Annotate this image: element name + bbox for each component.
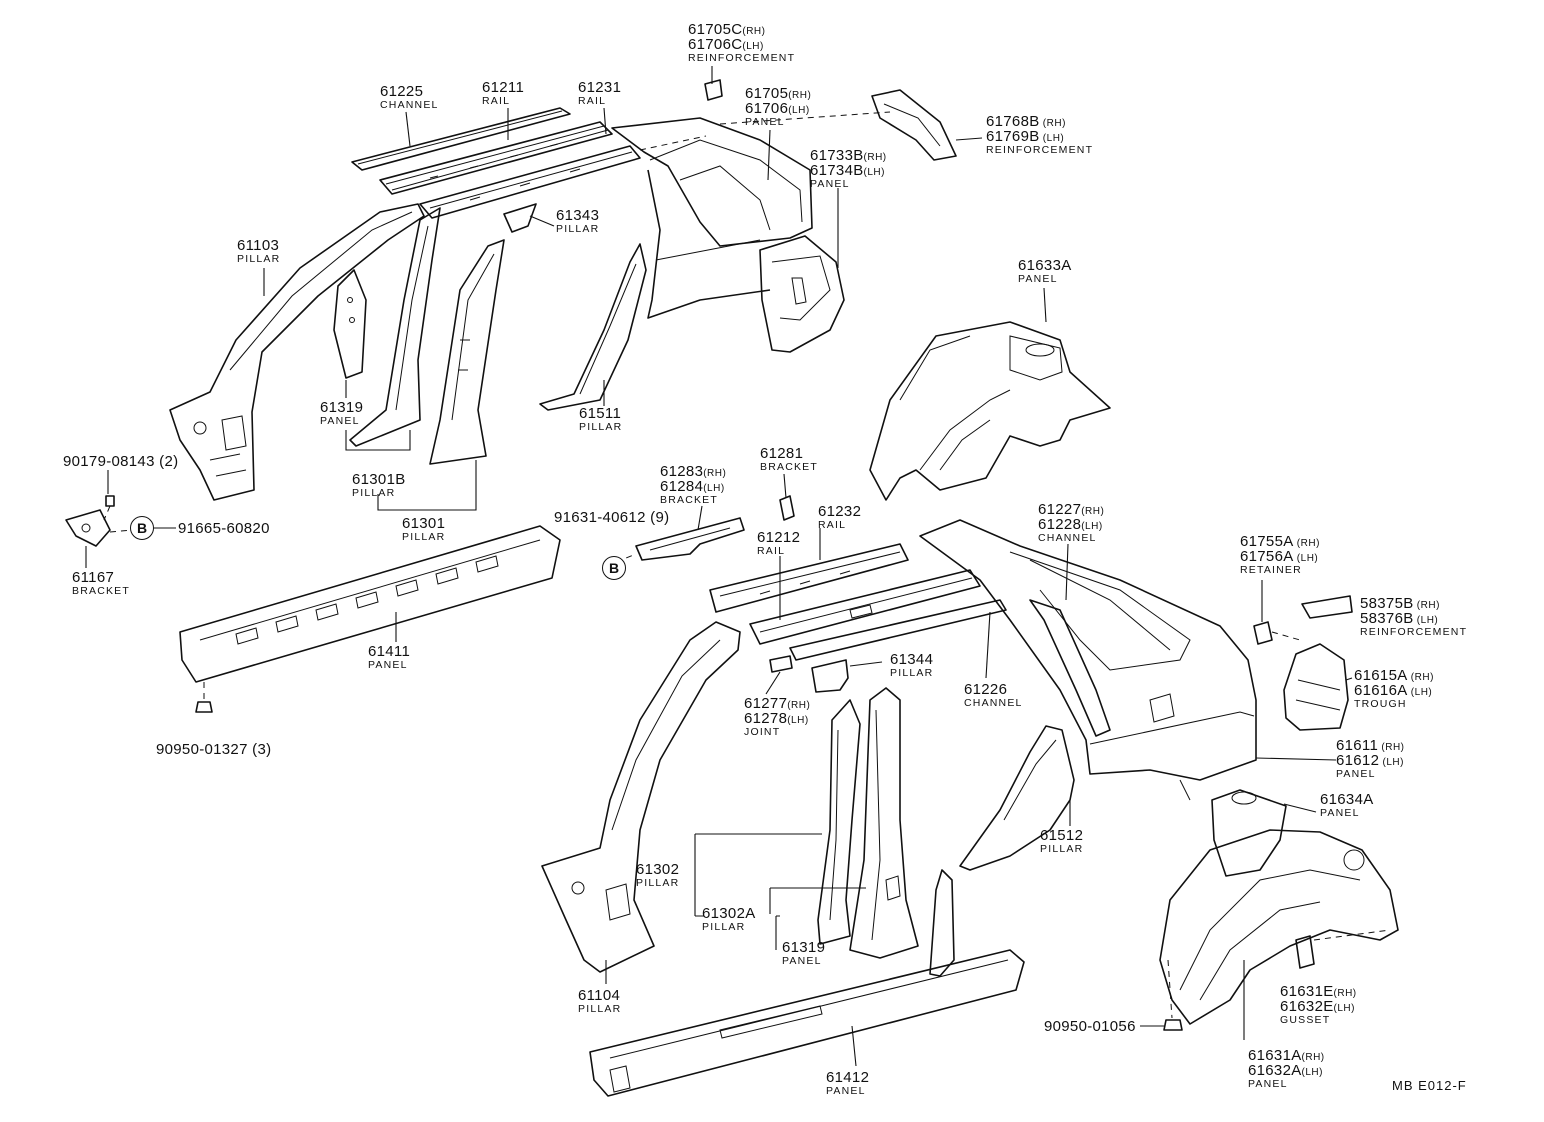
part-90179-bolt[interactable] (105, 495, 115, 507)
label-61733b: 61733B(RH) 61734B(LH) PANEL (810, 147, 887, 190)
label-61615a: 61615A (RH) 61616A (LH) TROUGH (1354, 667, 1434, 710)
part-61283-bracket[interactable] (635, 517, 745, 561)
label-61302: 61302 PILLAR (636, 861, 680, 889)
part-61705-panel[interactable] (611, 117, 813, 319)
part-90950-01327-nut[interactable] (195, 701, 213, 713)
label-61344: 61344 PILLAR (890, 651, 934, 679)
label-61319-upper: 61319 PANEL (320, 399, 364, 427)
part-61319-panel-lower[interactable] (929, 869, 955, 977)
label-90950-01056: 90950-01056 (1044, 1018, 1136, 1035)
label-61755a: 61755A (RH) 61756A (LH) RETAINER (1240, 533, 1320, 576)
label-61319-lower: 61319 PANEL (782, 939, 826, 967)
label-61225: 61225 CHANNEL (380, 83, 439, 111)
label-91631: 91631-40612 (9) (554, 509, 670, 526)
label-58375b: 58375B (RH) 58376B (LH) REINFORCEMENT (1360, 595, 1468, 638)
label-61631a: 61631A(RH) 61632A(LH) PANEL (1248, 1047, 1325, 1090)
part-61167-bracket[interactable] (65, 509, 111, 547)
label-61212: 61212 RAIL (757, 529, 801, 557)
circle-b-marker-left: B (130, 516, 154, 540)
part-61103-pillar[interactable] (169, 203, 425, 501)
part-61302a-pillar[interactable] (849, 687, 919, 959)
part-61226-channel[interactable] (789, 599, 1007, 661)
part-90950-01056-nut[interactable] (1163, 1019, 1183, 1031)
part-61225-channel[interactable] (351, 107, 571, 171)
label-61226: 61226 CHANNEL (964, 681, 1023, 709)
part-61232-rail[interactable] (709, 543, 909, 613)
part-61634a-panel[interactable] (1211, 789, 1287, 877)
part-61705c-reinforcement[interactable] (704, 79, 723, 101)
label-61633a: 61633A PANEL (1018, 257, 1072, 285)
part-61611-panel[interactable] (919, 519, 1257, 801)
label-61104: 61104 PILLAR (578, 987, 622, 1015)
part-61231-rail[interactable] (419, 145, 641, 219)
diagram-code: MB E012-F (1392, 1078, 1467, 1093)
label-91665: 91665-60820 (178, 520, 270, 537)
part-61302-pillar[interactable] (817, 699, 861, 945)
part-61301-pillar[interactable] (429, 239, 505, 465)
label-61511: 61511 PILLAR (579, 405, 623, 433)
part-61411-panel[interactable] (179, 525, 561, 683)
part-61631e-gusset[interactable] (1295, 935, 1315, 969)
part-61227-channel[interactable] (1029, 599, 1111, 737)
part-61319-panel-upper[interactable] (333, 269, 367, 379)
part-61755a-retainer[interactable] (1253, 621, 1273, 645)
label-61631e: 61631E(RH) 61632E(LH) GUSSET (1280, 983, 1357, 1026)
label-90179: 90179-08143 (2) (63, 453, 179, 470)
circle-b-marker-center: B (602, 556, 626, 580)
part-61633a-panel[interactable] (869, 321, 1111, 501)
part-61511-pillar[interactable] (539, 243, 647, 411)
label-61103: 61103 PILLAR (237, 237, 281, 265)
label-61302a: 61302A PILLAR (702, 905, 756, 933)
label-61301: 61301 PILLAR (402, 515, 446, 543)
part-61277-joint[interactable] (769, 655, 793, 673)
part-61281-bracket[interactable] (779, 495, 795, 521)
label-61705: 61705(RH) 61706(LH) PANEL (745, 85, 812, 128)
part-61412-panel[interactable] (589, 949, 1025, 1097)
label-61231: 61231 RAIL (578, 79, 622, 107)
part-61212-rail[interactable] (749, 569, 981, 645)
label-61283: 61283(RH) 61284(LH) BRACKET (660, 463, 727, 506)
label-61512: 61512 PILLAR (1040, 827, 1084, 855)
label-90950-01327: 90950-01327 (3) (156, 741, 272, 758)
part-61344-pillar[interactable] (811, 659, 849, 693)
label-61281: 61281 BRACKET (760, 445, 818, 473)
part-61343-pillar[interactable] (503, 203, 537, 233)
label-61705c: 61705C(RH) 61706C(LH) REINFORCEMENT (688, 21, 796, 64)
label-61768b: 61768B (RH) 61769B (LH) REINFORCEMENT (986, 113, 1094, 156)
leader-lines (85, 66, 1353, 1067)
part-61301b-pillar[interactable] (349, 207, 441, 447)
part-61631a-panel[interactable] (1159, 829, 1399, 1025)
part-61615a-trough[interactable] (1283, 643, 1349, 731)
part-61211-rail[interactable] (379, 121, 613, 195)
label-61232: 61232 RAIL (818, 503, 862, 531)
label-61277: 61277(RH) 61278(LH) JOINT (744, 695, 811, 738)
label-61227: 61227(RH) 61228(LH) CHANNEL (1038, 501, 1105, 544)
part-61733b-panel[interactable] (759, 235, 845, 353)
label-61301b: 61301B PILLAR (352, 471, 406, 499)
label-61412: 61412 PANEL (826, 1069, 870, 1097)
part-61104-pillar[interactable] (541, 621, 741, 973)
part-61768b-reinforcement[interactable] (871, 89, 957, 161)
part-61512-pillar[interactable] (959, 725, 1075, 871)
label-61611: 61611 (RH) 61612 (LH) PANEL (1336, 737, 1405, 780)
label-61167: 61167 BRACKET (72, 569, 130, 597)
label-61343: 61343 PILLAR (556, 207, 600, 235)
label-61411: 61411 PANEL (368, 643, 411, 671)
part-58375b-reinforcement[interactable] (1301, 595, 1353, 619)
label-61634a: 61634A PANEL (1320, 791, 1374, 819)
label-61211: 61211 RAIL (482, 79, 525, 107)
